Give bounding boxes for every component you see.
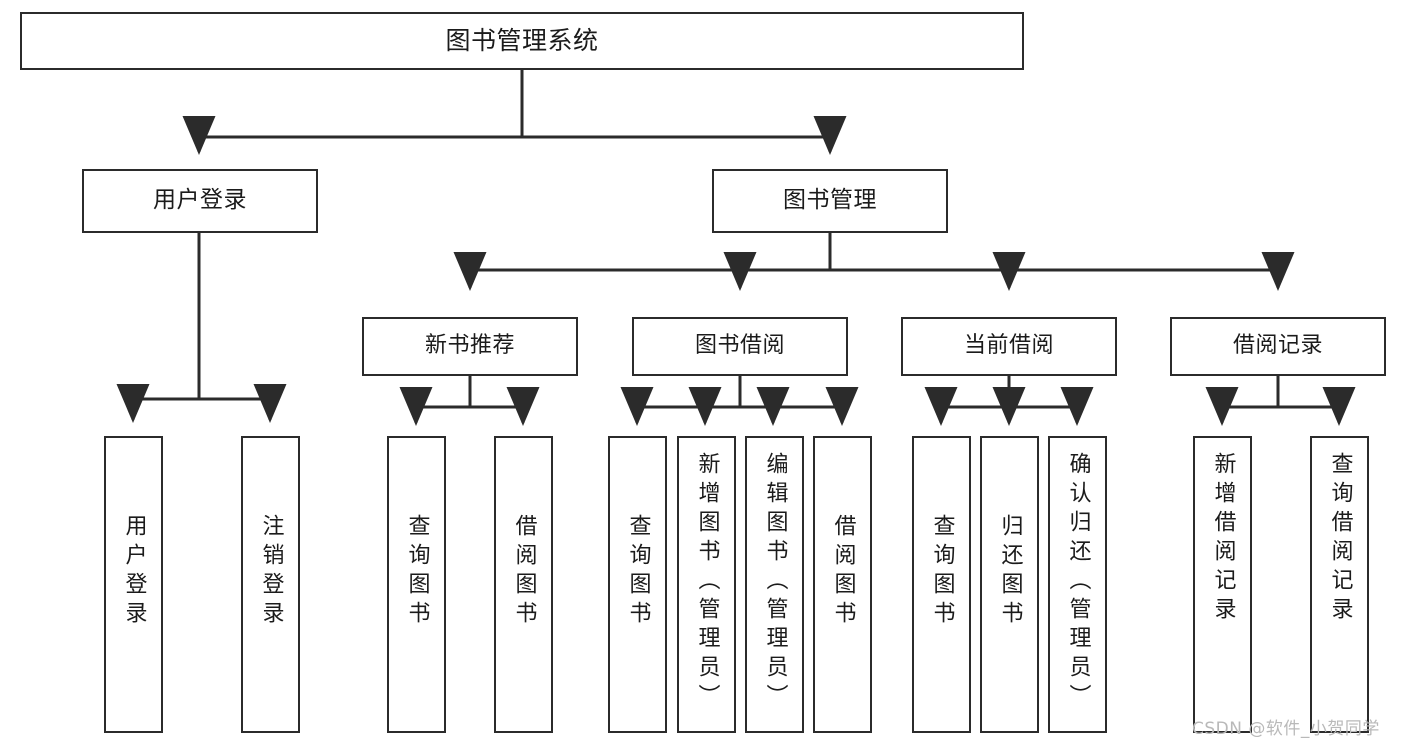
node-user-login[interactable]: 用户登录 [82,169,318,233]
node-label: 借阅图书 [511,514,537,630]
leaf-query-book-current[interactable]: 查询图书 [912,436,971,733]
node-label: 新增借阅记录 [1210,452,1236,626]
node-label: 查询图书 [625,514,651,630]
leaf-add-book-admin[interactable]: 新增图书（管理员） [677,436,736,733]
node-current-borrow[interactable]: 当前借阅 [901,317,1117,376]
node-root-book-management-system[interactable]: 图书管理系统 [20,12,1024,70]
node-label: 借阅图书 [830,514,856,630]
leaf-query-borrow-record[interactable]: 查询借阅记录 [1310,436,1369,733]
leaf-edit-book-admin[interactable]: 编辑图书（管理员） [745,436,804,733]
leaf-query-book-recommend[interactable]: 查询图书 [387,436,446,733]
node-label: 图书借阅 [694,333,785,359]
node-label: 当前借阅 [963,333,1054,359]
node-label: 归还图书 [997,514,1023,630]
node-label: 查询借阅记录 [1327,452,1353,626]
node-label: 新增图书（管理员） [694,452,720,713]
node-label: 用户登录 [121,514,147,630]
node-label: 编辑图书（管理员） [762,452,788,713]
node-label: 借阅记录 [1232,333,1323,359]
leaf-logout-login[interactable]: 注销登录 [241,436,300,733]
node-label: 新书推荐 [424,333,515,359]
node-label: 查询图书 [404,514,430,630]
leaf-query-book-borrow[interactable]: 查询图书 [608,436,667,733]
leaf-return-book[interactable]: 归还图书 [980,436,1039,733]
leaf-borrow-book-recommend[interactable]: 借阅图书 [494,436,553,733]
node-label: 注销登录 [258,514,284,630]
leaf-user-login[interactable]: 用户登录 [104,436,163,733]
node-label: 图书管理系统 [445,26,599,55]
node-label: 确认归还（管理员） [1065,452,1091,713]
node-new-book-recommend[interactable]: 新书推荐 [362,317,578,376]
leaf-borrow-book-borrow[interactable]: 借阅图书 [813,436,872,733]
node-book-manage[interactable]: 图书管理 [712,169,948,233]
node-label: 用户登录 [153,187,247,214]
node-book-borrow[interactable]: 图书借阅 [632,317,848,376]
node-label: 查询图书 [929,514,955,630]
leaf-add-borrow-record[interactable]: 新增借阅记录 [1193,436,1252,733]
node-label: 图书管理 [783,187,877,214]
leaf-confirm-return-admin[interactable]: 确认归还（管理员） [1048,436,1107,733]
csdn-watermark: CSDN @软件_小贺同学 [1192,719,1380,739]
node-borrow-record[interactable]: 借阅记录 [1170,317,1386,376]
